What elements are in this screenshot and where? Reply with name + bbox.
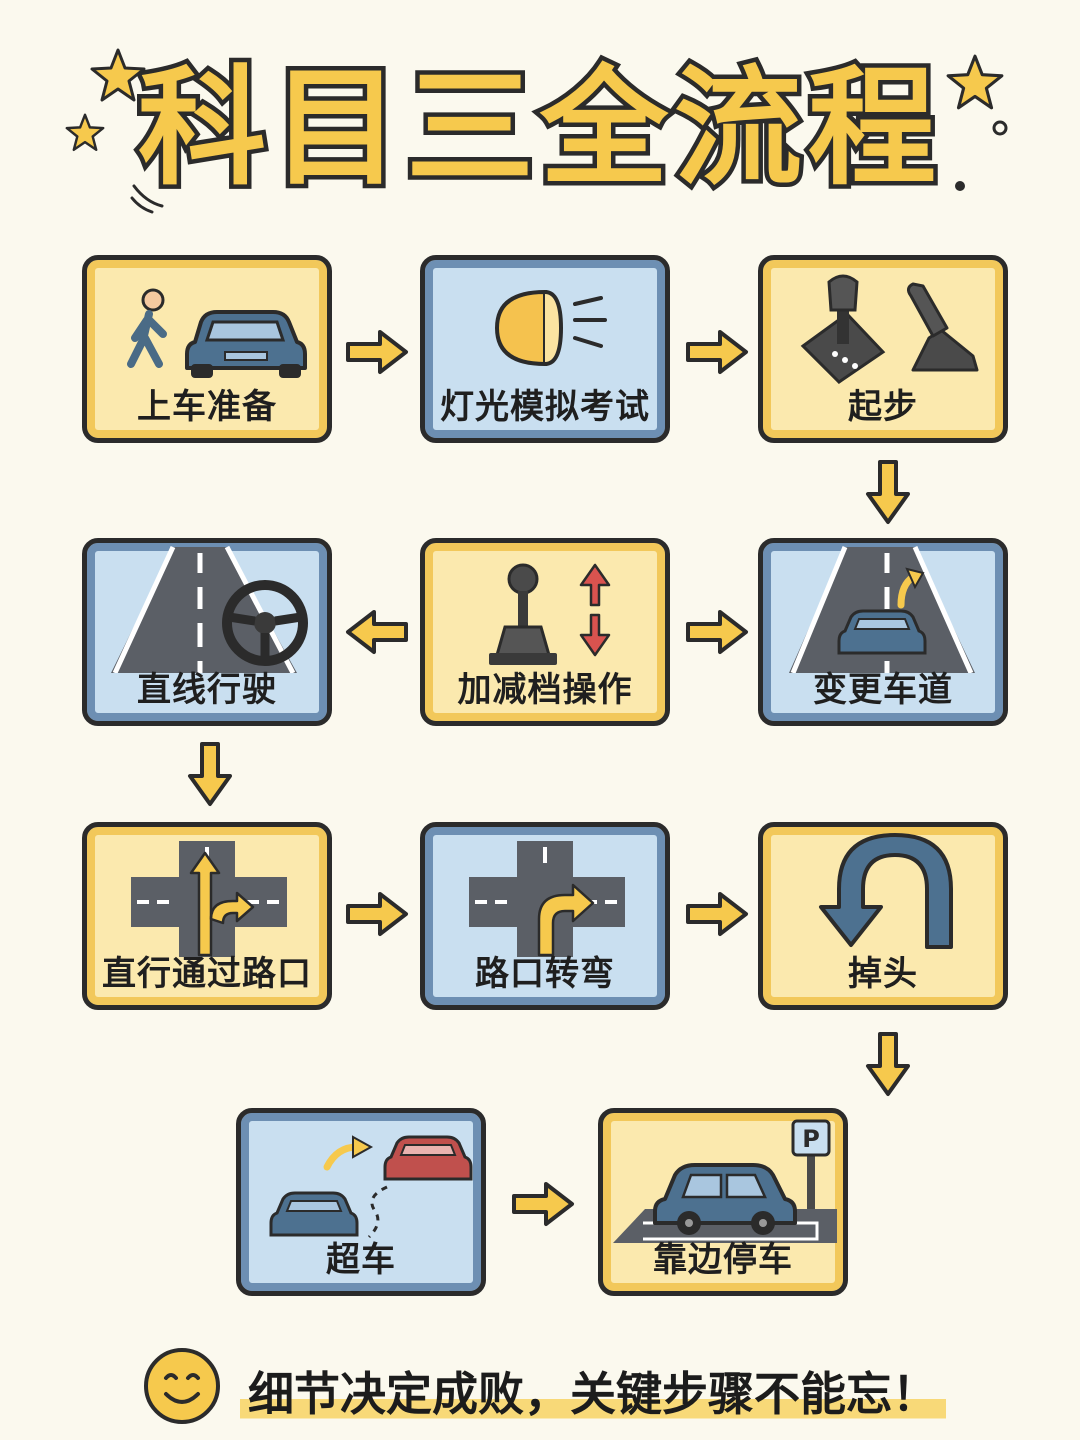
footer-banner: 细节决定成败，关键步骤不能忘！	[140, 1344, 1020, 1430]
overtake-icon	[269, 1135, 473, 1239]
step-label: 直线行驶	[137, 670, 277, 710]
star-icon	[90, 48, 146, 102]
person-and-car-icon	[127, 288, 307, 378]
step-card-intersection-turn: 路口转弯	[420, 822, 670, 1010]
gear-shifter-and-handbrake-icon	[800, 274, 979, 384]
arrow-down-icon	[188, 742, 232, 806]
step-card-start: 起步	[758, 255, 1008, 443]
step-label: 直行通过路口	[102, 954, 312, 994]
step-label: 变更车道	[813, 670, 953, 710]
step-label: 加减档操作	[457, 670, 633, 710]
dot-icon	[955, 181, 965, 191]
arrow-right-icon	[686, 892, 748, 936]
step-card-boarding-prep: 上车准备	[82, 255, 332, 443]
star-icon	[946, 54, 1004, 110]
step-card-straight-driving: 直线行驶	[82, 538, 332, 726]
step-label: 靠边停车	[653, 1240, 793, 1280]
arrow-right-icon	[346, 330, 408, 374]
step-card-gear-shifting: 加减档操作	[420, 538, 670, 726]
arrow-down-icon	[866, 1032, 910, 1096]
arrow-down-icon	[866, 460, 910, 524]
step-label: 掉头	[848, 954, 918, 994]
step-label: 路口转弯	[475, 954, 615, 994]
step-card-lane-change: 变更车道	[758, 538, 1008, 726]
arrow-right-icon	[346, 892, 408, 936]
step-label: 灯光模拟考试	[440, 387, 650, 427]
gear-stick-up-down-icon	[489, 563, 611, 665]
arrow-right-icon	[686, 330, 748, 374]
roadside-parking-icon: P	[613, 1119, 837, 1243]
page-title: 科目三全流程	[133, 54, 942, 203]
arrow-right-icon	[512, 1182, 574, 1226]
lane-change-icon	[789, 545, 975, 673]
intersection-turn-icon	[469, 841, 625, 957]
step-card-overtake: 超车	[236, 1108, 486, 1296]
star-icon	[65, 113, 105, 152]
step-card-roadside-parking: P 靠边停车	[598, 1108, 848, 1296]
arrow-right-icon	[686, 610, 748, 654]
step-card-light-simulation: 灯光模拟考试	[420, 255, 670, 443]
step-card-u-turn: 掉头	[758, 822, 1008, 1010]
step-label: 超车	[326, 1240, 396, 1280]
arrow-left-icon	[346, 610, 408, 654]
straight-road-steering-wheel-icon	[111, 545, 308, 673]
step-card-straight-intersection: 直行通过路口	[82, 822, 332, 1010]
headlight-icon	[494, 289, 607, 367]
intersection-straight-icon	[131, 841, 287, 957]
footer-text: 细节决定成败，关键步骤不能忘！	[240, 1358, 946, 1424]
motion-lines-icon	[130, 184, 164, 214]
dot-icon	[992, 120, 1008, 136]
smiley-icon	[144, 1348, 220, 1424]
step-label: 起步	[848, 387, 918, 427]
svg-text:P: P	[802, 1125, 820, 1153]
u-turn-icon	[819, 833, 953, 949]
step-label: 上车准备	[137, 387, 277, 427]
